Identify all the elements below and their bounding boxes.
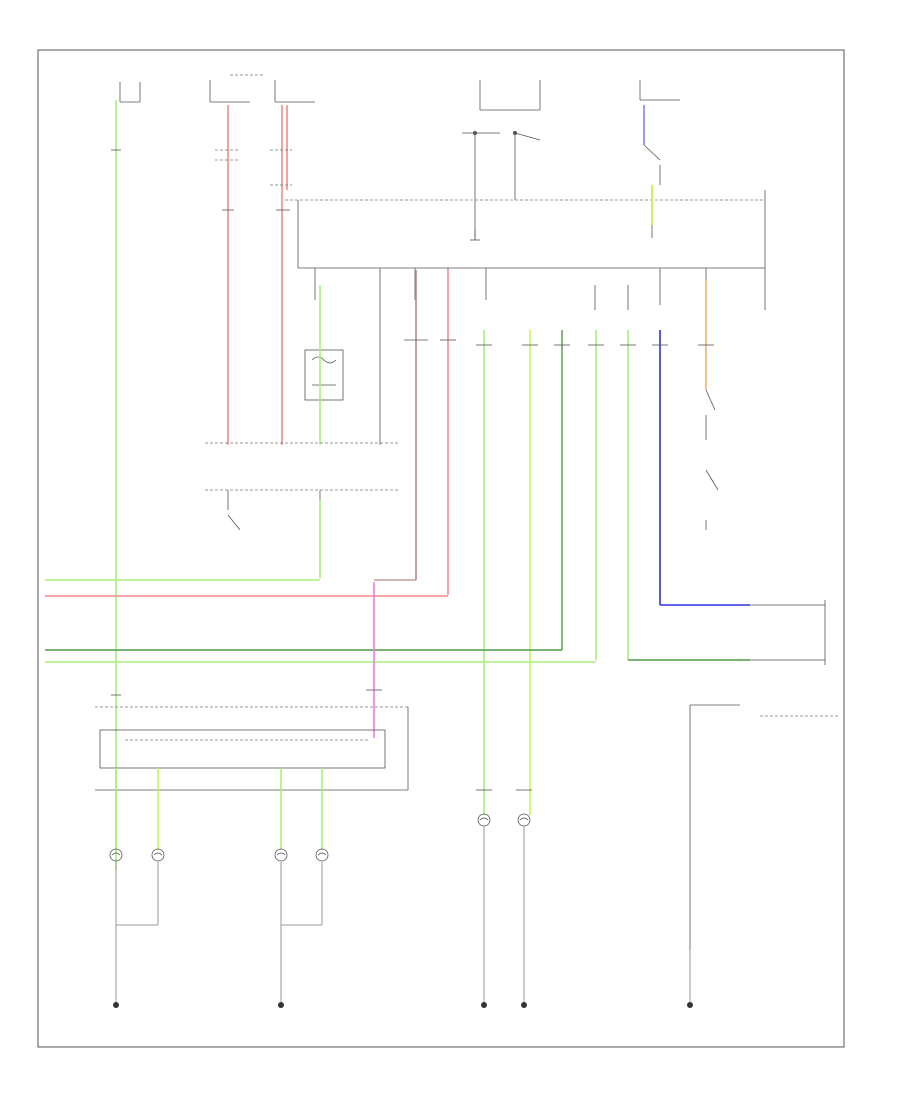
ground-point-2 <box>278 1002 284 1008</box>
bulb-left-front-turn <box>151 848 165 862</box>
front-control-relay-box <box>95 706 409 791</box>
diagram-border <box>37 49 845 1048</box>
ground-wires-left <box>115 862 323 1005</box>
relay-switch-top <box>462 131 541 240</box>
bulb-right-front-side-marker <box>274 848 288 862</box>
hazard-switch-right <box>705 389 719 530</box>
fuse-block-right-center <box>479 80 541 111</box>
combination-switch-row <box>205 442 400 531</box>
bulb-left-front-side-marker <box>109 848 123 862</box>
ground-point-4 <box>521 1002 527 1008</box>
relay-coil-center <box>304 349 344 401</box>
ground-symbol-module <box>470 230 480 241</box>
fuse-block-right <box>639 80 680 101</box>
fuse-block-center <box>274 80 315 103</box>
ground-wires-center <box>483 826 525 1005</box>
bulb-right-front-turn <box>315 848 329 862</box>
fuse-block-center-left <box>209 74 265 103</box>
right-turn-lamp-box <box>750 600 826 665</box>
ground-point-1 <box>113 1002 119 1008</box>
door-switch-right <box>643 144 661 185</box>
junction-connector-left <box>215 149 292 186</box>
fuse-block-left <box>119 82 141 103</box>
ground-point-3 <box>481 1002 487 1008</box>
bulb-right-rear-turn <box>517 813 531 827</box>
connector-ticks <box>111 149 714 791</box>
bulb-left-rear-turn <box>477 813 491 827</box>
ground-wire-right <box>689 704 838 1005</box>
module-connector-pins <box>314 268 707 445</box>
ground-point-5 <box>687 1002 693 1008</box>
control-module-outline <box>285 190 766 310</box>
